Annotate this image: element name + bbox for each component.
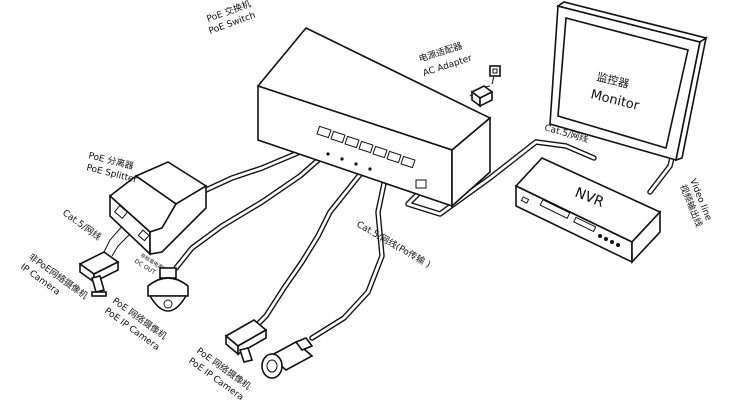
cable-switch-bullet-right [309, 171, 389, 341]
ac-adapter [470, 65, 501, 108]
cable-switch-nvr [405, 139, 597, 217]
cable-switch-bullet-left [249, 169, 365, 333]
cable-switch-dome [173, 145, 335, 271]
ip-camera-nonpoe [78, 251, 120, 297]
cables [103, 75, 683, 341]
cat5-splitter-label: Cat.5/网线 [60, 207, 103, 243]
bullet-camera-left [224, 319, 268, 363]
nvr [514, 157, 662, 265]
switch-ports [316, 125, 427, 189]
bullet-camera-right [261, 337, 314, 379]
poe-switch [256, 27, 492, 208]
dome-camera [147, 267, 189, 312]
poe-splitter [108, 161, 208, 256]
nvr-front-panel [520, 196, 620, 247]
cat5-poe-label: Cat.5/网线(Po传输 ) [355, 218, 433, 270]
cable-splitter-camera [103, 223, 133, 257]
power-plug-icon [489, 65, 501, 77]
monitor [549, 1, 708, 162]
